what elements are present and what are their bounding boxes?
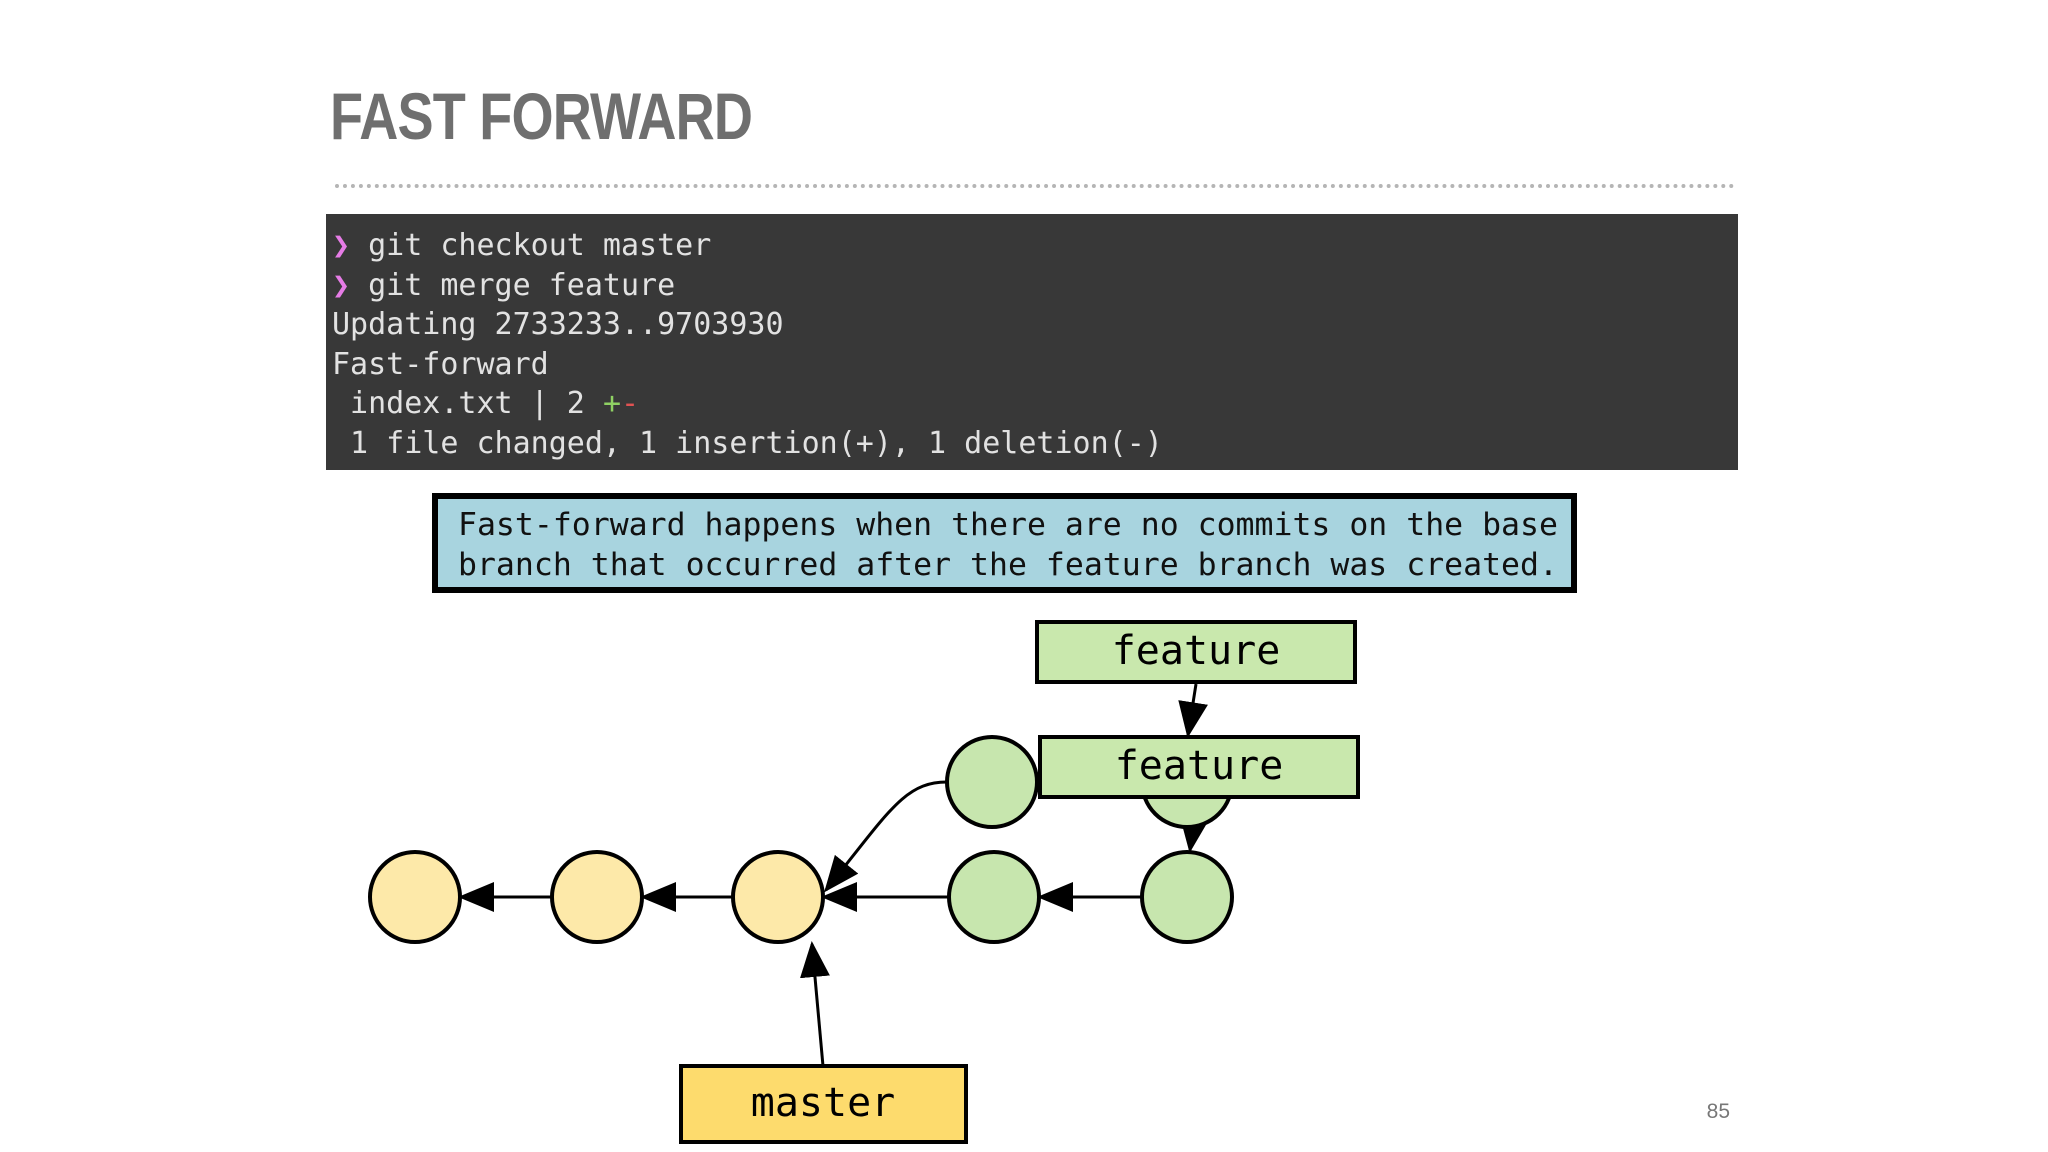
note-line-2: branch that occurred after the feature b… bbox=[458, 547, 1558, 583]
prompt-icon: ❯ bbox=[332, 228, 351, 263]
feature-label-new-text: feature bbox=[1115, 743, 1284, 789]
feature-branch-label-new bbox=[1038, 735, 1360, 799]
feature-label-old-text: feature bbox=[1112, 628, 1281, 674]
diffstat-text: index.txt | 2 bbox=[332, 386, 603, 421]
terminal-line-updating: Updating 2733233..9703930 bbox=[332, 307, 784, 342]
commit-node-base-2 bbox=[550, 850, 644, 944]
master-label-text: master bbox=[751, 1080, 896, 1126]
edge-cx-to-c3 bbox=[824, 780, 948, 893]
note-line-1: Fast-forward happens when there are no c… bbox=[458, 507, 1558, 543]
commit-node-base-3 bbox=[731, 850, 825, 944]
edge-master-to-c3 bbox=[800, 941, 830, 1067]
feature-branch-label-old bbox=[1035, 620, 1357, 684]
terminal-line-fast-forward: Fast-forward bbox=[332, 346, 549, 382]
slide-title: FAST FORWARD bbox=[330, 79, 753, 153]
terminal-output: ❯ git checkout master ❯ git merge featur… bbox=[326, 214, 1738, 470]
title-divider bbox=[335, 184, 1735, 188]
terminal-line-diffstat: index.txt | 2 +- bbox=[332, 384, 1738, 424]
prompt-icon: ❯ bbox=[332, 267, 351, 303]
terminal-line-summary: 1 file changed, 1 insertion(+), 1 deleti… bbox=[332, 425, 1163, 461]
explanation-note: Fast-forward happens when there are no c… bbox=[432, 493, 1577, 593]
command-text: git checkout master bbox=[368, 228, 712, 263]
master-branch-label bbox=[679, 1064, 968, 1144]
commit-node-base-1 bbox=[368, 850, 462, 944]
commit-node-feature-1 bbox=[947, 850, 1041, 944]
terminal-line-checkout: ❯ git checkout master bbox=[332, 226, 1738, 266]
diffstat-plus: + bbox=[602, 386, 621, 421]
commit-node-feature-upper bbox=[945, 735, 1039, 829]
command-text: git merge feature bbox=[368, 267, 676, 303]
diffstat-minus: - bbox=[621, 386, 640, 421]
page-number: 85 bbox=[1706, 1100, 1730, 1123]
edge-feature-old-to-hidden bbox=[1178, 683, 1208, 738]
terminal-line-merge: ❯ git merge feature bbox=[332, 266, 1738, 306]
commit-node-feature-2 bbox=[1140, 850, 1234, 944]
